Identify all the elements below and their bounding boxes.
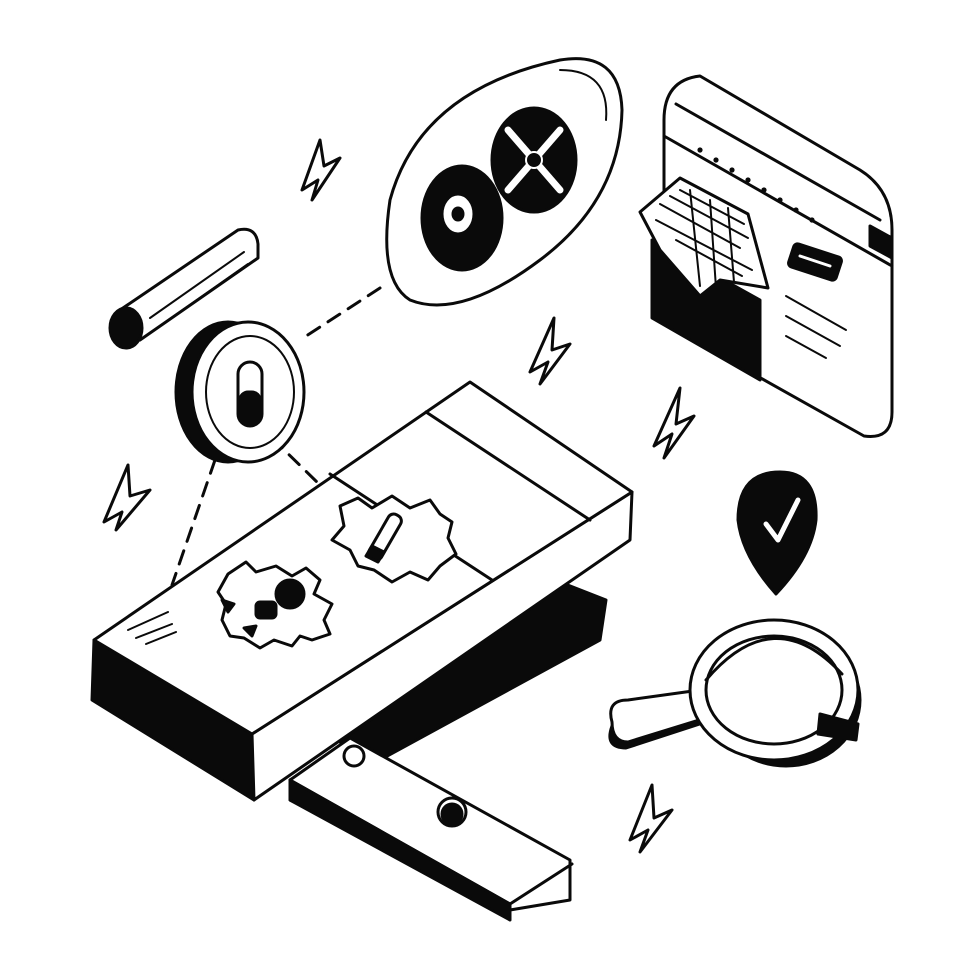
lightning-icon bbox=[102, 463, 152, 532]
gear-icon bbox=[420, 164, 504, 272]
browser-dots bbox=[697, 147, 815, 223]
magnifying-glass-icon bbox=[608, 618, 862, 768]
gears-capsule-icon bbox=[385, 57, 624, 307]
lightning-icon bbox=[628, 783, 674, 854]
stand-bar bbox=[288, 580, 608, 922]
browser-window-icon bbox=[638, 74, 894, 438]
toggle-coin-icon bbox=[174, 320, 306, 464]
marker-pen-icon bbox=[108, 227, 260, 350]
gear-panel-icon bbox=[90, 380, 634, 802]
lightning-icon bbox=[528, 316, 572, 386]
house-icon bbox=[638, 176, 770, 382]
wrench-icon bbox=[330, 494, 458, 584]
wrench-gear-icon bbox=[490, 106, 578, 214]
location-pin-check-icon bbox=[736, 470, 818, 596]
gear-icon bbox=[216, 560, 334, 650]
lightning-icon bbox=[300, 138, 342, 202]
lightning-icon bbox=[652, 386, 696, 460]
